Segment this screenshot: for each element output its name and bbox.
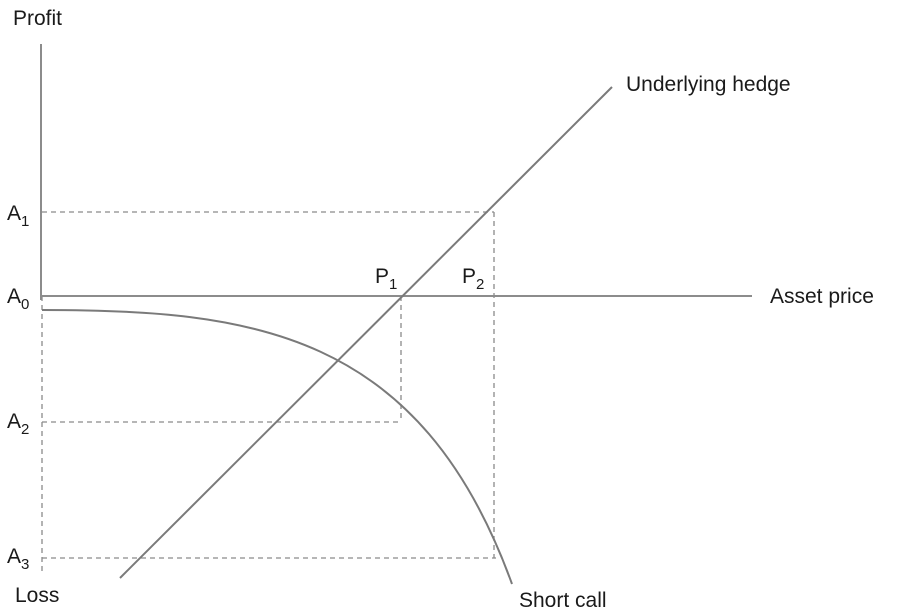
level-label-a2: A2 <box>7 410 29 438</box>
asset-price-label: Asset price <box>770 285 874 308</box>
underlying-hedge-label: Underlying hedge <box>626 73 791 96</box>
point-label-p1: P1 <box>375 265 397 293</box>
point-label-p2: P2 <box>462 265 484 293</box>
level-label-a3: A3 <box>7 545 29 573</box>
loss-label: Loss <box>15 584 59 607</box>
profit-label: Profit <box>13 7 62 30</box>
level-label-a0: A0 <box>7 285 29 313</box>
short-call-curve <box>41 309 513 585</box>
short-call-label: Short call <box>519 589 607 609</box>
level-label-a1: A1 <box>7 202 29 230</box>
underlying-hedge-line <box>119 86 613 579</box>
